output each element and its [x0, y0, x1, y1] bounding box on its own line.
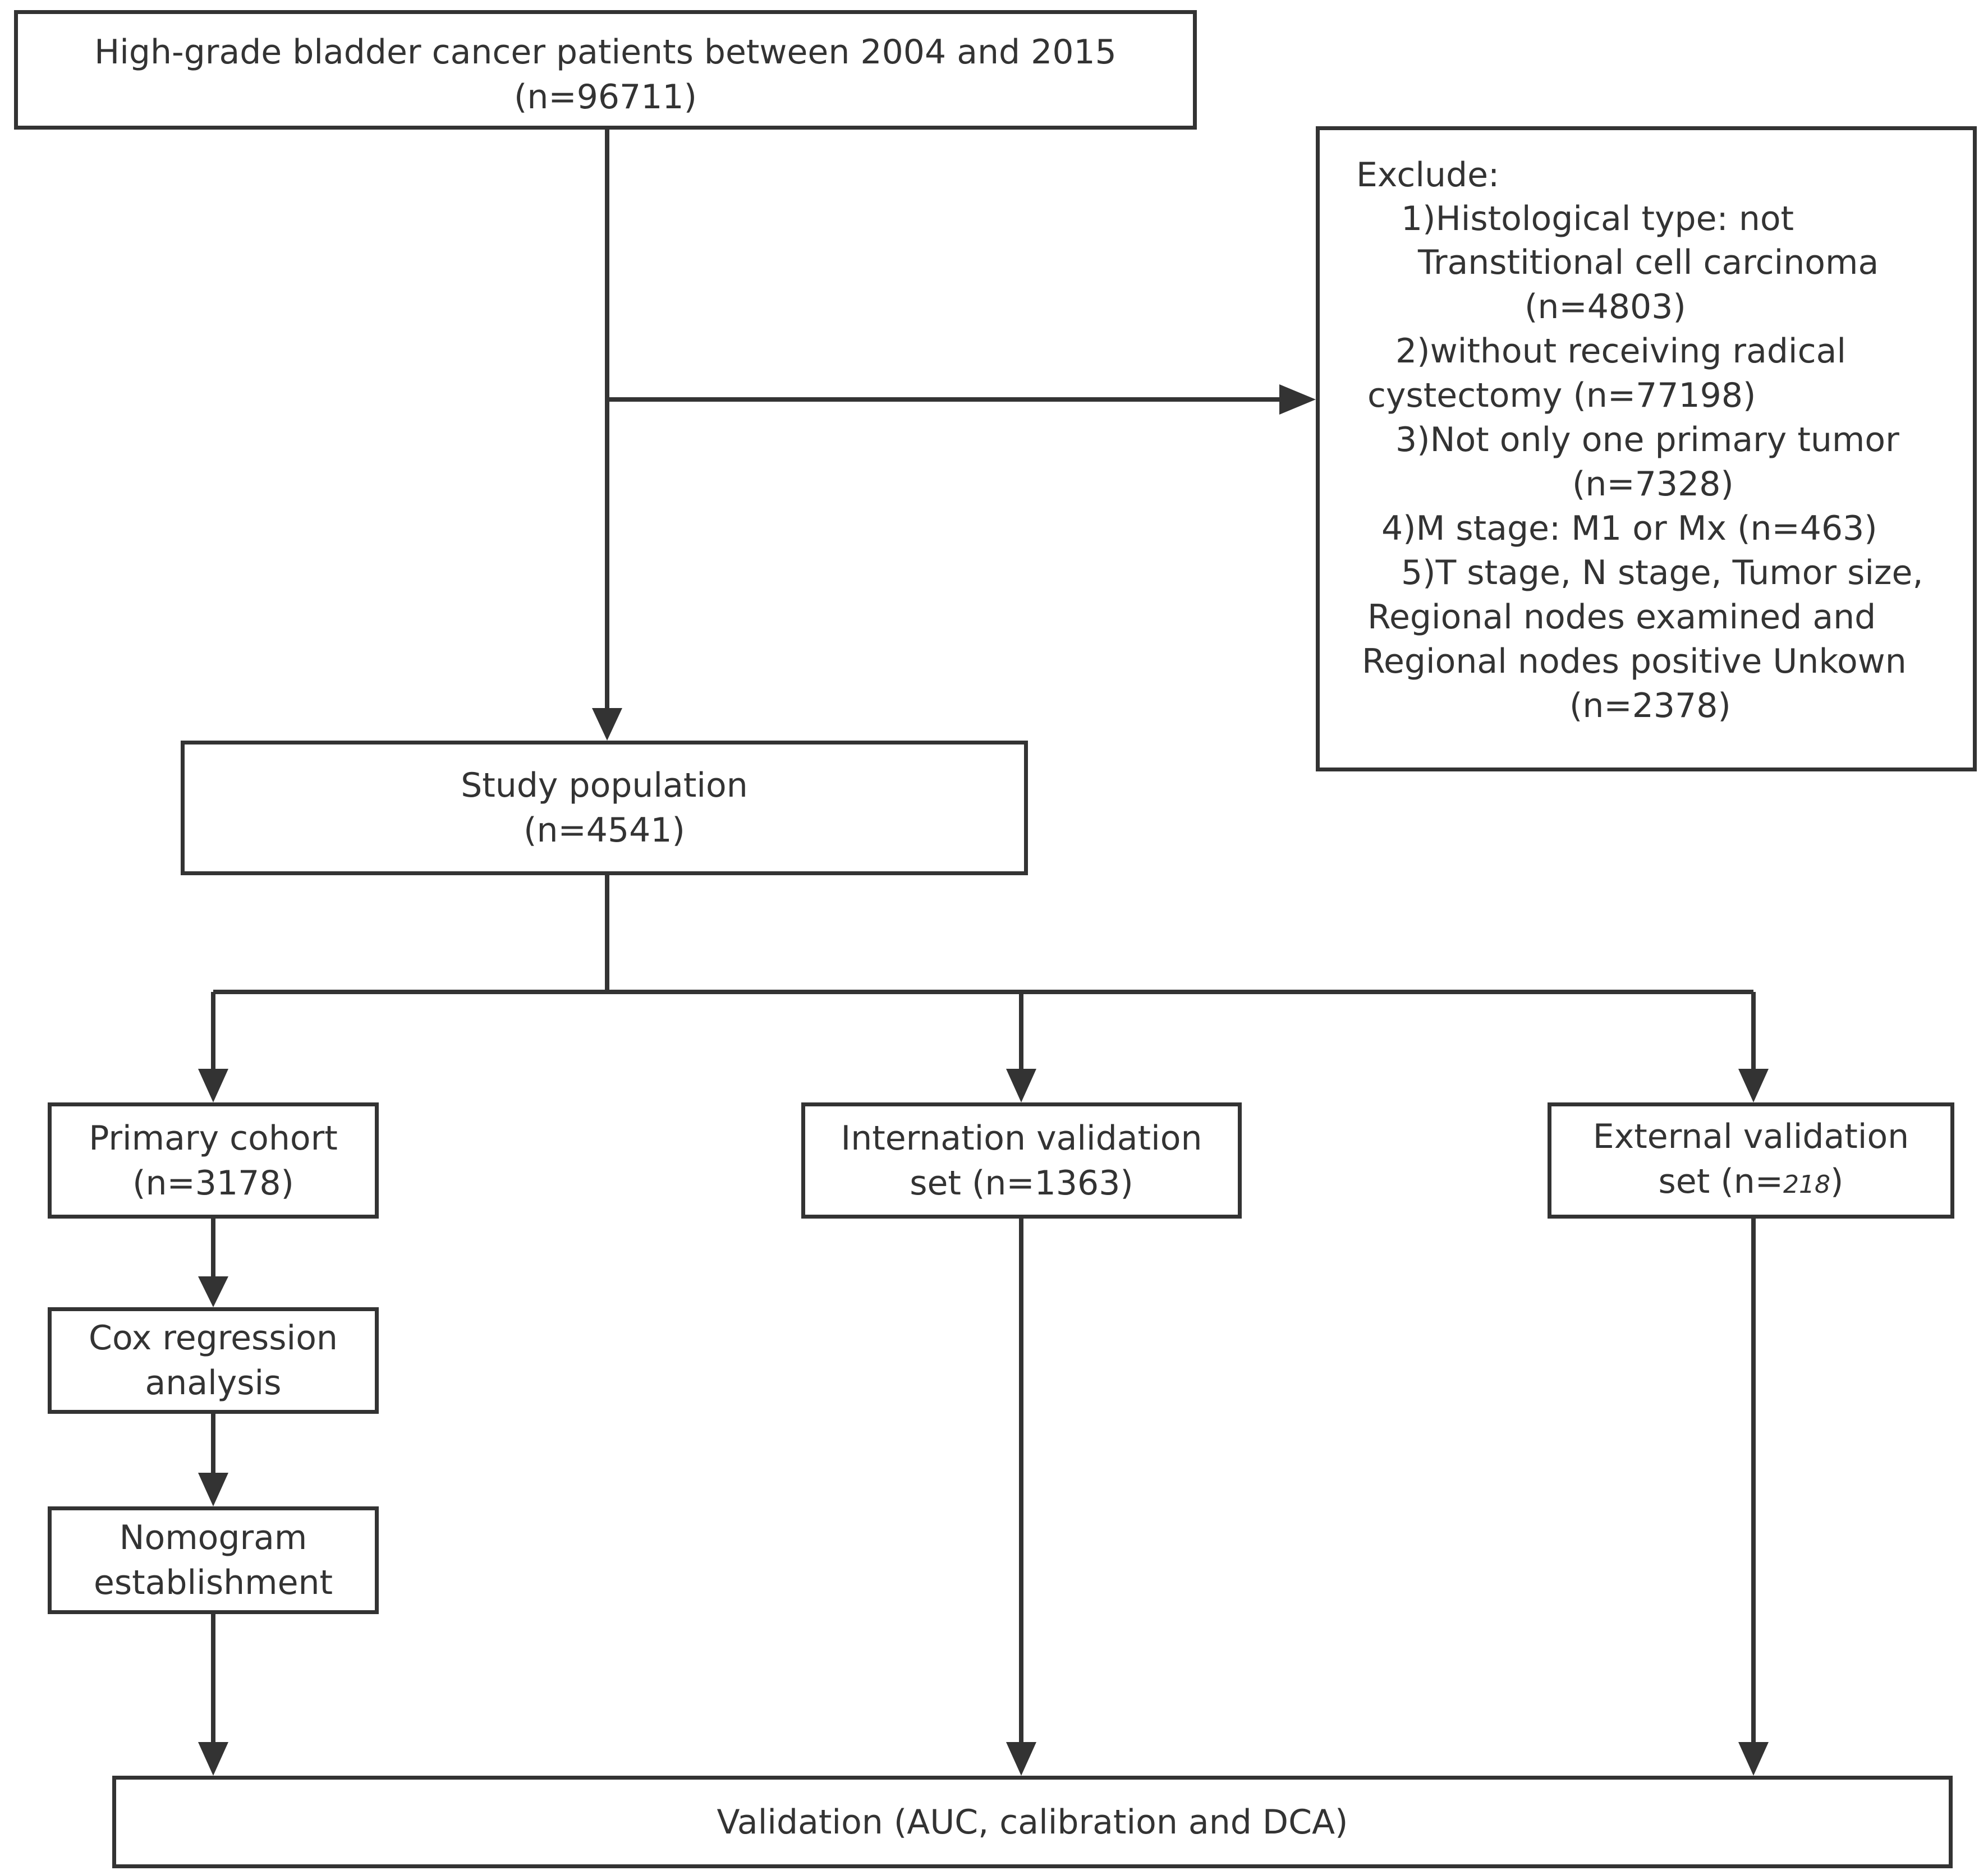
primary-count: (n=3178) — [132, 1163, 294, 1203]
external-validation-box: External validation set (n=218) — [1548, 1102, 1954, 1219]
exclude-line-1: 1)Histological type: not — [1401, 199, 1794, 238]
primary-title: Primary cohort — [89, 1118, 338, 1158]
exclude-line-7: (n=7328) — [1572, 465, 1734, 504]
arrowhead-cox — [198, 1276, 228, 1307]
external-count: set (n=218) — [1659, 1159, 1844, 1207]
nomogram-line-1: Nomogram — [119, 1518, 307, 1557]
exclude-line-8: 4)M stage: M1 or Mx (n=463) — [1381, 509, 1877, 548]
source-box: High-grade bladder cancer patients betwe… — [14, 10, 1197, 130]
exclude-box: Exclude: 1)Histological type: not Transt… — [1316, 126, 1977, 771]
nomogram-line-2: establishment — [93, 1563, 333, 1602]
exclude-line-3: (n=4803) — [1525, 287, 1686, 327]
external-count-prefix: set (n= — [1658, 1161, 1784, 1201]
cox-line-1: Cox regression — [89, 1318, 338, 1358]
nomogram-box: Nomogram establishment — [48, 1506, 379, 1614]
exclude-line-2: Transtitional cell carcinoma — [1418, 243, 1879, 282]
validation-box: Validation (AUC, calibration and DCA) — [112, 1776, 1953, 1868]
internal-validation-box: Internation validation set (n=1363) — [801, 1102, 1242, 1219]
source-title: High-grade bladder cancer patients betwe… — [94, 33, 1117, 72]
arrowhead-study — [592, 708, 622, 741]
exclude-line-12: (n=2378) — [1569, 686, 1731, 725]
exclude-line-10: Regional nodes examined and — [1367, 598, 1876, 637]
cox-line-2: analysis — [145, 1363, 282, 1403]
arrowhead-validation-mid — [1006, 1742, 1036, 1776]
arrowhead-exclude — [1279, 384, 1316, 415]
exclude-heading: Exclude: — [1356, 155, 1500, 195]
arrowhead-nomogram — [198, 1473, 228, 1506]
primary-cohort-box: Primary cohort (n=3178) — [48, 1102, 379, 1219]
arrowhead-internal — [1006, 1069, 1036, 1102]
cox-regression-box: Cox regression analysis — [48, 1307, 379, 1414]
arrowhead-external — [1738, 1069, 1769, 1102]
validation-label: Validation (AUC, calibration and DCA) — [717, 1802, 1348, 1842]
exclude-line-9: 5)T stage, N stage, Tumor size, — [1401, 553, 1923, 592]
source-count: (n=96711) — [514, 77, 697, 117]
external-title: External validation — [1592, 1116, 1909, 1156]
external-count-suffix: ) — [1830, 1161, 1844, 1201]
internal-title: Internation validation — [841, 1118, 1202, 1158]
arrowhead-primary — [198, 1069, 228, 1102]
external-count-value: 218 — [1783, 1170, 1831, 1199]
study-title: Study population — [461, 766, 748, 805]
exclude-line-5: cystectomy (n=77198) — [1367, 376, 1756, 415]
internal-count: set (n=1363) — [910, 1163, 1133, 1203]
study-population-box: Study population (n=4541) — [181, 741, 1028, 875]
exclude-line-4: 2)without receiving radical — [1395, 332, 1847, 371]
arrowhead-validation-left — [198, 1742, 228, 1776]
arrowhead-validation-right — [1738, 1742, 1769, 1776]
exclude-line-6: 3)Not only one primary tumor — [1395, 420, 1899, 459]
exclude-line-11: Regional nodes positive Unkown — [1362, 642, 1907, 681]
study-count: (n=4541) — [524, 811, 685, 850]
